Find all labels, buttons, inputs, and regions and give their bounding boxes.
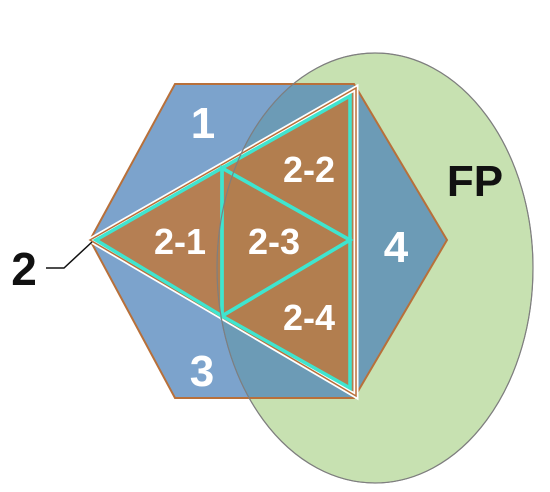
fp-label: FP: [447, 157, 503, 206]
region-4-label: 4: [384, 223, 409, 272]
subregion-2-2-outline: [218, 93, 352, 243]
subregion-2-4-outline: [218, 236, 352, 391]
subregion-2-1-label: 2-1: [154, 221, 206, 262]
subregion-2-2-label: 2-2: [283, 149, 335, 190]
region-2-label: 2: [11, 243, 37, 295]
region-2-pointer-line: [46, 241, 93, 269]
fp-ellipse-outline: [216, 52, 534, 484]
region-3-label: 3: [190, 347, 214, 396]
subregion-2-4-label: 2-4: [283, 297, 335, 338]
region-1-label: 1: [191, 99, 215, 148]
subregion-2-3-label: 2-3: [248, 221, 300, 262]
